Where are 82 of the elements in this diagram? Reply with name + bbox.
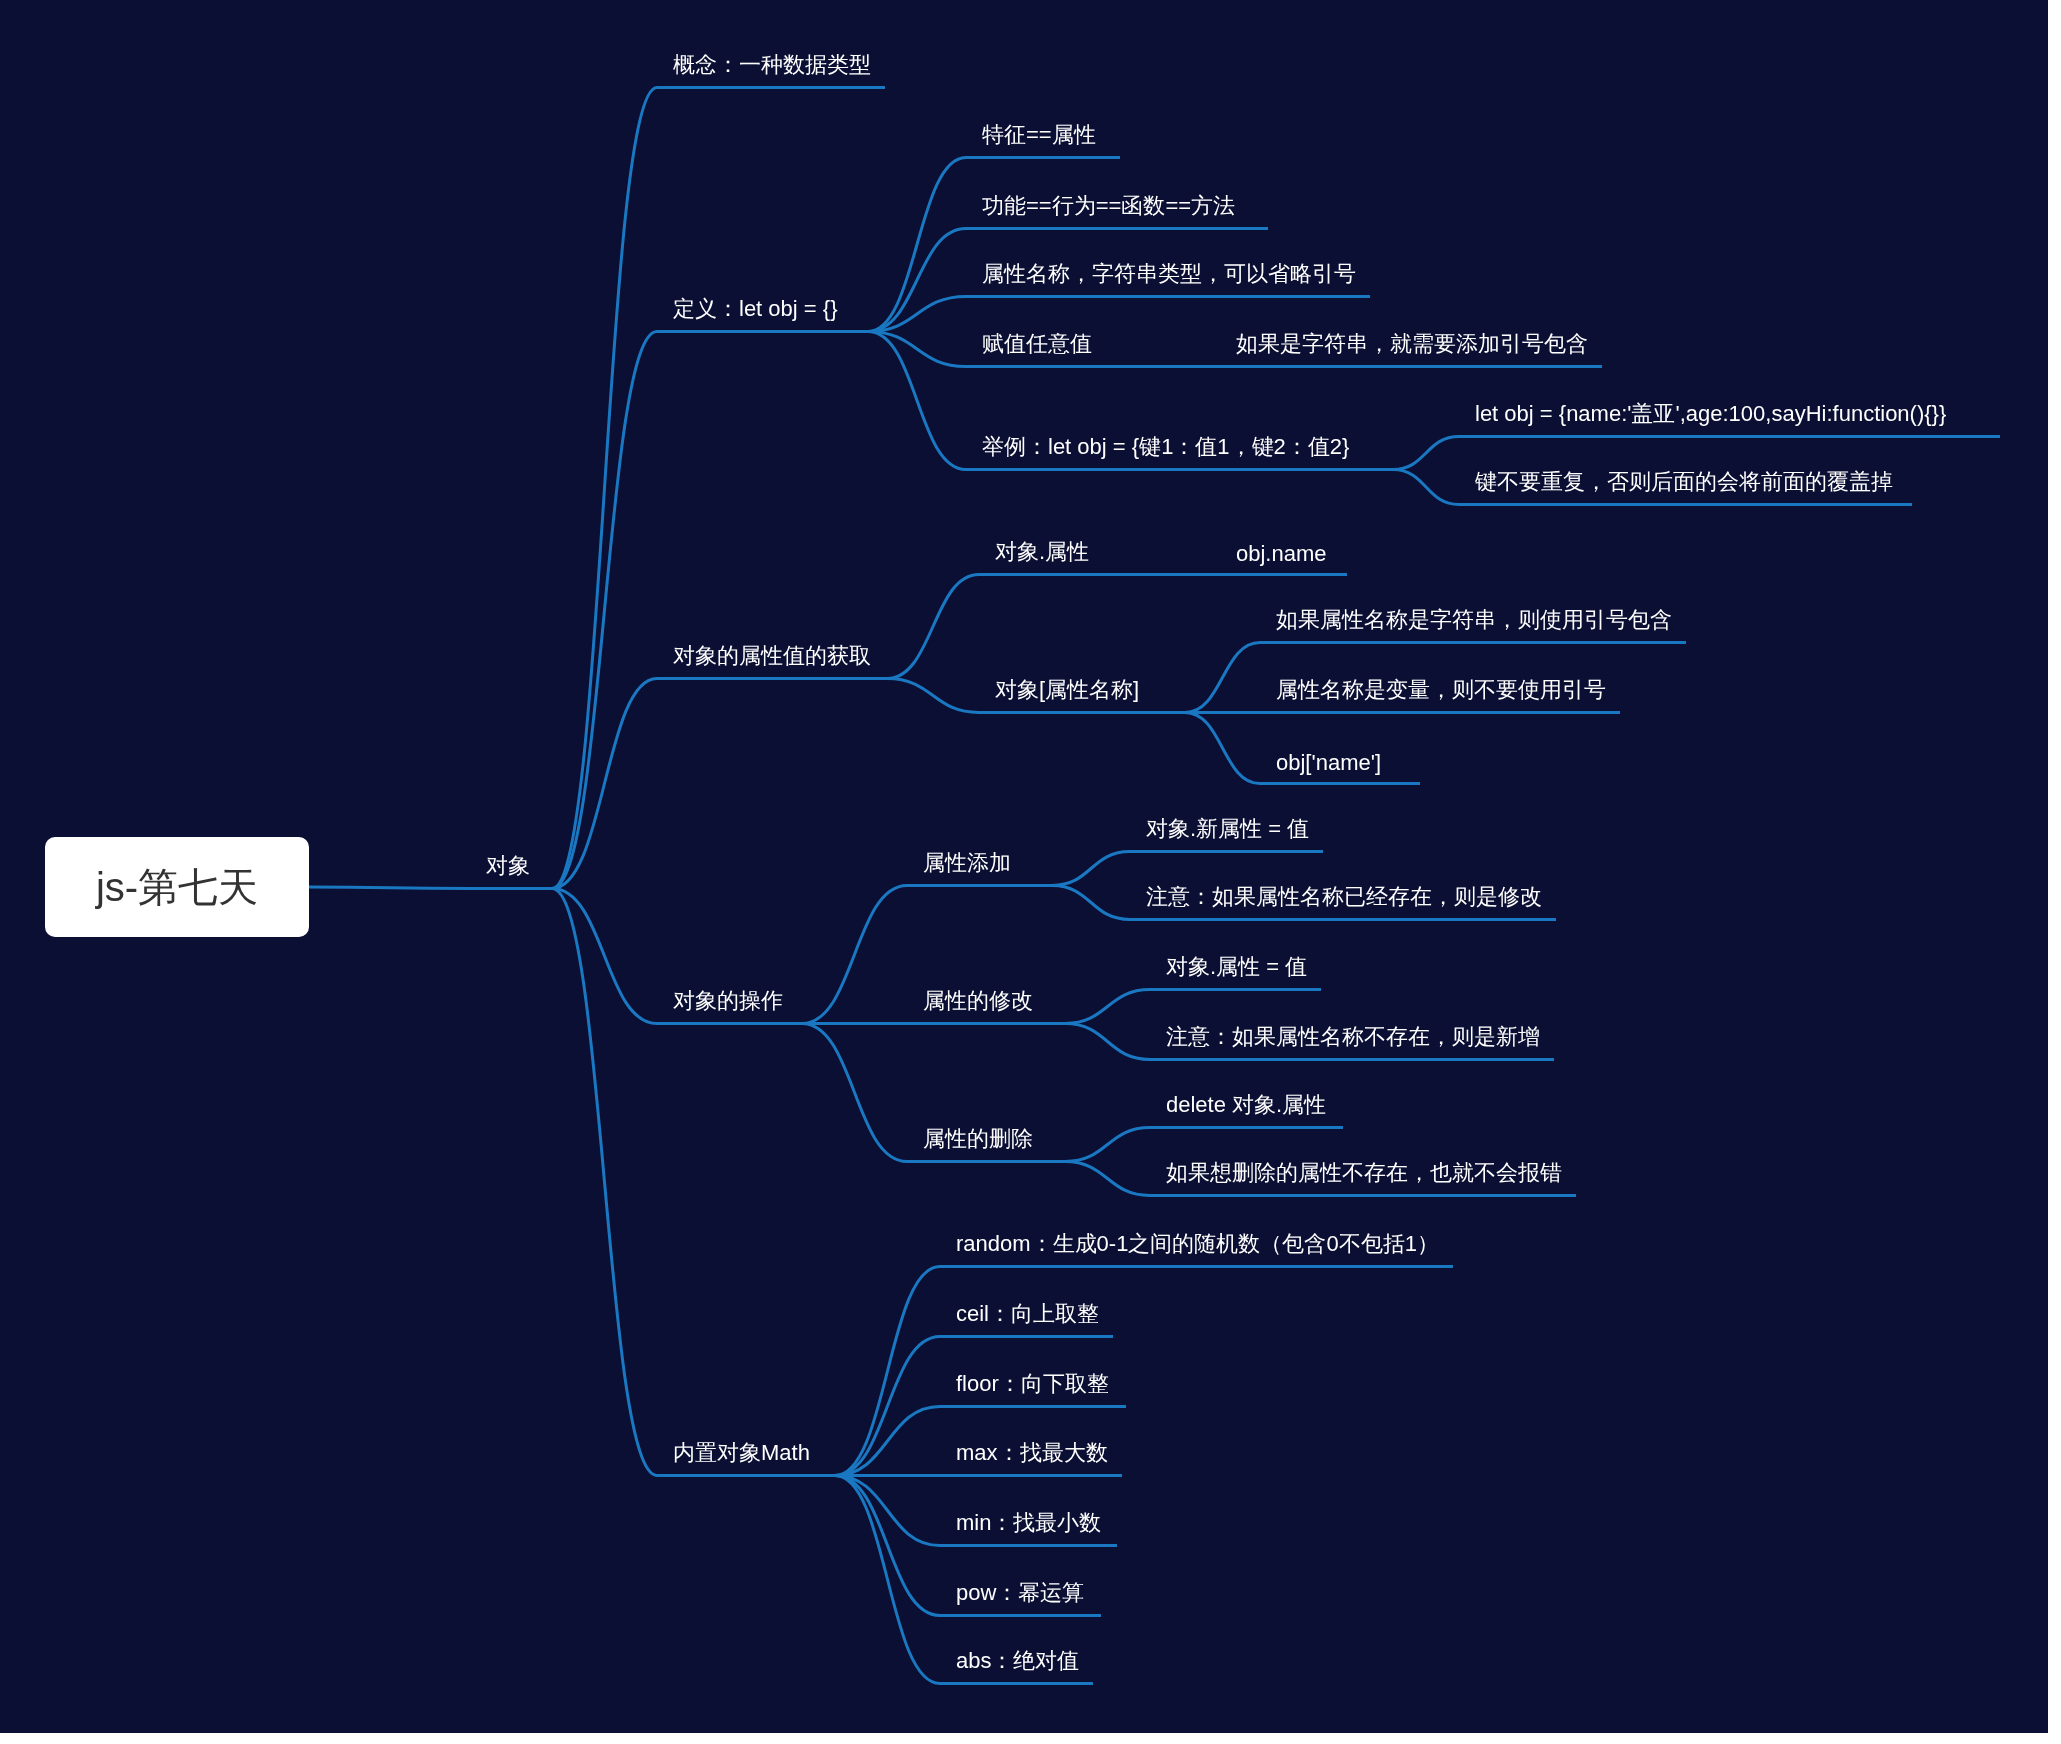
branch-connector <box>1184 711 1261 785</box>
topic-text: let obj = {name:'盖亚',age:100,sayHi:function(){}} <box>1475 400 1947 428</box>
topic-text: 赋值任意值 <box>982 330 1092 358</box>
branch-topic <box>940 1441 1122 1477</box>
branch-topic <box>1150 955 1322 991</box>
topic-text: abs：绝对值 <box>956 1647 1080 1675</box>
branch-topic <box>966 332 1602 368</box>
topic-text: 如果想删除的属性不存在，也就不会报错 <box>1166 1159 1562 1187</box>
branch-connector <box>1392 468 1460 506</box>
topic-text: 属性名称是变量，则不要使用引号 <box>1276 676 1606 704</box>
root-topic-box: js-第七天 <box>45 837 309 937</box>
branch-connector <box>1064 1160 1151 1197</box>
topic-text: 对象的属性值的获取 <box>673 642 871 670</box>
branch-topic <box>940 1511 1117 1547</box>
topic-text: 对象的操作 <box>673 987 783 1015</box>
branch-topic <box>940 1302 1113 1338</box>
topic-text: 对象[属性名称] <box>995 676 1140 704</box>
branch-topic <box>1260 678 1620 714</box>
branch-topic <box>966 262 1370 298</box>
topic-text: floor：向下取整 <box>956 1370 1109 1398</box>
branch-topic <box>1130 817 1324 853</box>
branch-topic <box>979 540 1347 576</box>
topic-text: obj['name'] <box>1276 750 1381 776</box>
branch-topic <box>1150 1161 1576 1197</box>
topic-text: 特征==属性 <box>982 121 1096 149</box>
topic-text: 属性的修改 <box>923 987 1033 1015</box>
topic-text: max：找最大数 <box>956 1439 1108 1467</box>
topic-text: 注意：如果属性名称已经存在，则是修改 <box>1146 883 1542 911</box>
branch-topic <box>979 678 1185 714</box>
branch-topic <box>907 989 1065 1025</box>
topic-text: random：生成0-1之间的随机数（包含0不包括1） <box>956 1230 1439 1258</box>
branch-connector <box>886 677 980 714</box>
topic-text: 属性的删除 <box>923 1125 1033 1153</box>
topic-text: 对象 <box>486 852 530 880</box>
topic-text: 定义：let obj = {} <box>673 295 838 323</box>
topic-text: 对象.新属性 = 值 <box>1146 815 1310 843</box>
topic-text: 注意：如果属性名称不存在，则是新增 <box>1166 1023 1540 1051</box>
branch-topic <box>907 851 1052 887</box>
branch-topic <box>657 297 868 333</box>
topic-text: 对象.属性 = 值 <box>1166 953 1308 981</box>
branch-topic <box>1130 885 1556 921</box>
topic-text: delete 对象.属性 <box>1166 1091 1327 1119</box>
topic-text: 属性名称，字符串类型，可以省略引号 <box>982 260 1356 288</box>
topic-text: 如果是字符串，就需要添加引号包含 <box>1236 330 1588 358</box>
branch-topic <box>657 53 885 89</box>
branch-topic <box>966 123 1120 159</box>
branch-topic <box>940 1649 1094 1685</box>
branch-connector <box>867 330 967 471</box>
branch-topic <box>940 1581 1101 1617</box>
topic-text: 举例：let obj = {键1：值1，键2：值2} <box>982 433 1350 461</box>
branch-connector <box>834 1474 941 1685</box>
branch-topic <box>940 1372 1126 1408</box>
branch-connector <box>550 887 659 1477</box>
branch-topic <box>966 435 1393 471</box>
branch-topic <box>657 644 887 680</box>
topic-text: 对象.属性 <box>995 538 1090 566</box>
branch-connector <box>551 330 658 890</box>
topic-text: 功能==行为==函数==方法 <box>982 192 1236 220</box>
topic-text: 如果属性名称是字符串，则使用引号包含 <box>1276 606 1672 634</box>
topic-text: 概念：一种数据类型 <box>673 51 871 79</box>
topic-text: pow：幂运算 <box>956 1579 1085 1607</box>
branch-topic <box>1260 608 1686 644</box>
topic-text: ceil：向上取整 <box>956 1300 1099 1328</box>
branch-topic <box>907 1127 1065 1163</box>
branch-connector <box>309 885 470 890</box>
branch-connector <box>1064 1022 1151 1061</box>
branch-topic <box>966 194 1268 230</box>
topic-text: 属性添加 <box>923 849 1011 877</box>
topic-text: 内置对象Math <box>673 1439 810 1467</box>
branch-topic <box>1459 470 1912 506</box>
branch-topic <box>657 989 802 1025</box>
topic-text: obj.name <box>1236 541 1327 567</box>
branch-topic <box>470 854 552 890</box>
branch-connector <box>801 1022 908 1163</box>
topic-text: min：找最小数 <box>956 1509 1102 1537</box>
topic-text: 键不要重复，否则后面的会将前面的覆盖掉 <box>1475 468 1893 496</box>
branch-connector <box>1051 884 1131 921</box>
branch-topic <box>1150 1025 1554 1061</box>
branch-topic <box>1150 1093 1343 1129</box>
branch-topic <box>657 1441 835 1477</box>
branch-topic <box>1459 402 2000 438</box>
branch-topic <box>940 1232 1453 1268</box>
